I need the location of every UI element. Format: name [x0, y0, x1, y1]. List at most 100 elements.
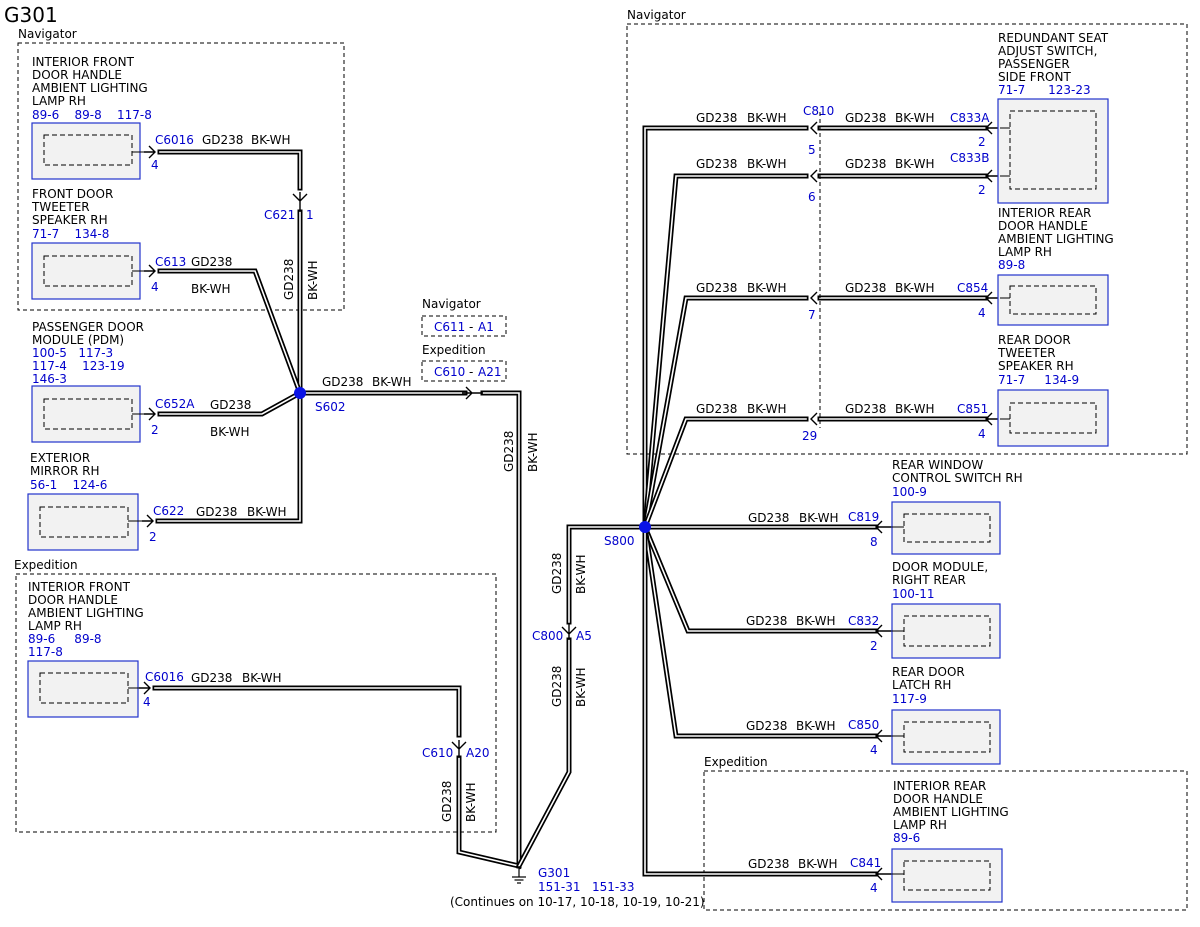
connector-c854-label: C854 — [957, 281, 988, 295]
component-label-line: LAMP RH — [28, 619, 82, 633]
component-ref-line: 71-7 123-23 — [998, 83, 1091, 97]
wire-label-code: BK-WH — [372, 375, 412, 389]
inline-c611-label: C611 — [434, 320, 465, 334]
connector-c832-label: C832 — [848, 614, 879, 628]
component-label-line: AMBIENT LIGHTING — [32, 81, 148, 95]
connector-c819-pin: 8 — [870, 535, 878, 549]
inline-c610-label: C610 — [434, 365, 465, 379]
wire-label-color: GD238 — [210, 398, 251, 412]
connector-symbols — [139, 121, 1000, 881]
wire-label-code: BK-WH — [251, 133, 291, 147]
connector-c613-label: C613 — [155, 255, 186, 269]
ground-icon — [512, 866, 526, 884]
group-box-navigator-left — [17, 42, 345, 311]
component-label-line: AMBIENT LIGHTING — [893, 805, 1009, 819]
wire-c6016-nav — [157, 149, 303, 191]
wire-label-code: BK-WH — [895, 281, 935, 295]
wire-label-code: BK-WH — [796, 719, 836, 733]
wire-label-code: BK-WH — [895, 157, 935, 171]
connector-c833b-label: C833B — [950, 151, 990, 165]
inline-connector-symbol-icon — [462, 386, 483, 400]
component-ref-line: 89-6 — [893, 831, 920, 845]
ground-continuation-note: (Continues on 10-17, 10-18, 10-19, 10-21… — [450, 895, 705, 909]
component-label-line: PASSENGER DOOR — [32, 320, 144, 334]
connector-c833b-pin: 2 — [978, 183, 986, 197]
c610b-symbol-icon — [451, 740, 467, 758]
component-interior-front-door-handle-lamp-expedition: INTERIOR FRONT DOOR HANDLE AMBIENT LIGHT… — [27, 580, 144, 718]
inline-navigator-box — [421, 315, 507, 337]
component-label-line: LAMP RH — [32, 94, 86, 108]
component-ref-line: 71-7 134-8 — [32, 227, 109, 241]
group-box-expedition-left — [15, 573, 497, 833]
group-box-expedition-right — [703, 770, 1188, 911]
component-ref-line: 100-5 117-3 — [32, 346, 113, 360]
connector-c622-label: C622 — [153, 504, 184, 518]
component-label-line: FRONT DOOR — [32, 187, 113, 201]
connector-c810-pin-5: 5 — [808, 143, 816, 157]
wire-label-code: BK-WH — [574, 667, 588, 707]
wire-label-color: GD238 — [748, 511, 789, 525]
component-front-door-tweeter-speaker: FRONT DOOR TWEETER SPEAKER RH 71-7 134-8 — [31, 187, 141, 300]
component-label-line: DOOR HANDLE — [998, 219, 1088, 233]
component-ref-line: 89-6 89-8 — [28, 632, 102, 646]
component-label-line: REAR DOOR — [892, 665, 965, 679]
wire-label-color: GD238 — [440, 781, 454, 822]
component-label-line: DOOR HANDLE — [893, 792, 983, 806]
c6016-exp-symbol-icon — [139, 681, 151, 695]
wire-label-code: BK-WH — [747, 157, 787, 171]
connector-c833a-label: C833A — [950, 111, 990, 125]
component-label-line: INTERIOR FRONT — [28, 580, 131, 594]
splice-s602-icon — [294, 387, 306, 399]
component-label-line: INTERIOR FRONT — [32, 55, 135, 69]
wires — [152, 125, 989, 877]
group-label-expedition-right: Expedition — [704, 755, 768, 769]
wire-label-code: BK-WH — [796, 614, 836, 628]
wire-label-color: GD238 — [502, 431, 516, 472]
wire-label-color: GD238 — [746, 614, 787, 628]
wire-label-color: GD238 — [191, 671, 232, 685]
component-door-module-right-rear: DOOR MODULE, RIGHT REAR 100-11 — [891, 560, 1001, 659]
wire-label-code: BK-WH — [306, 260, 320, 300]
wire-label-color: GD238 — [550, 666, 564, 707]
group-label-navigator-left: Navigator — [18, 27, 77, 41]
connector-c621-pin: 1 — [306, 208, 314, 222]
component-ref-line: 89-8 — [998, 258, 1025, 272]
wire-s800-c810-6 — [642, 173, 809, 530]
component-label-line: EXTERIOR — [30, 451, 90, 465]
wire-s800-c841 — [642, 524, 879, 877]
component-ref-line: 146-3 — [32, 372, 67, 386]
c850-symbol-icon — [875, 729, 892, 743]
component-label-line: REAR WINDOW — [892, 458, 983, 472]
wire-label-code: BK-WH — [464, 782, 478, 822]
inline-c610-sep: - — [469, 365, 473, 379]
connector-c810-pin-6: 6 — [808, 190, 816, 204]
component-stubs — [128, 127, 1010, 875]
inline-expedition-box — [421, 360, 507, 382]
wire-label-color: GD238 — [191, 255, 232, 269]
component-interior-rear-door-handle-lamp-navigator: INTERIOR REAR DOOR HANDLE AMBIENT LIGHTI… — [997, 206, 1114, 326]
inline-c611-sep: - — [469, 320, 473, 334]
connector-c850-pin: 4 — [870, 743, 878, 757]
ground-g301-refs: 151-31 151-33 — [538, 880, 634, 894]
component-label-line: TWEETER — [997, 346, 1056, 360]
c810-29-symbol-icon — [810, 412, 818, 426]
component-ref-line: 117-8 — [28, 645, 63, 659]
wire-label-color: GD238 — [746, 719, 787, 733]
component-label-line: ADJUST SWITCH, — [998, 44, 1097, 58]
c810-6-symbol-icon — [810, 169, 818, 183]
wire-label-code: BK-WH — [574, 554, 588, 594]
page-title: G301 — [4, 3, 58, 27]
connector-c851-label: C851 — [957, 402, 988, 416]
component-ref-line: 100-9 — [892, 485, 927, 499]
wire-label-code: BK-WH — [210, 425, 250, 439]
connector-c854-pin: 4 — [978, 306, 986, 320]
inline-navigator-label: Navigator — [422, 297, 481, 311]
c841-symbol-icon — [875, 867, 892, 881]
connector-c810-label: C810 — [803, 104, 834, 118]
component-ref-line: 100-11 — [892, 587, 935, 601]
connector-c610-pin: A20 — [466, 746, 489, 760]
connector-c819-label: C819 — [848, 510, 879, 524]
component-label-line: AMBIENT LIGHTING — [998, 232, 1114, 246]
component-rear-door-latch: REAR DOOR LATCH RH 117-9 — [891, 665, 1001, 765]
ground-g301-label: G301 — [538, 866, 570, 880]
